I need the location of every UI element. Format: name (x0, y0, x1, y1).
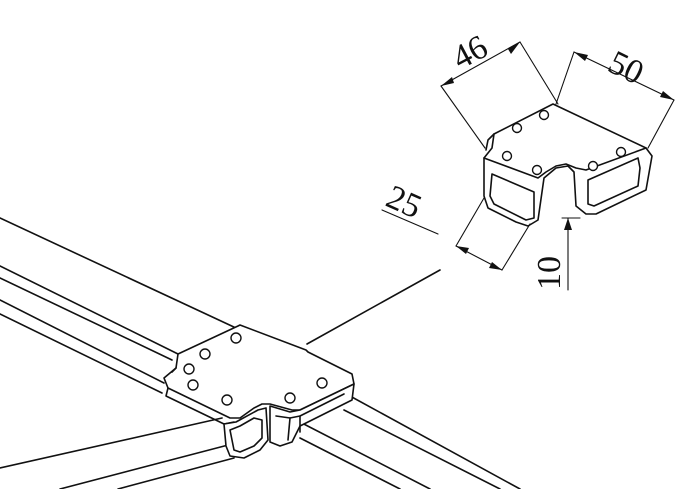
lower-right-rail (295, 395, 521, 489)
left-rail (0, 217, 237, 394)
dim-label-46: 46 (446, 28, 493, 77)
lower-left-rail (0, 417, 235, 489)
main-assembly (0, 217, 521, 489)
dimension-10: 10 (531, 217, 581, 291)
main-connector (163, 324, 355, 459)
dim-label-25: 25 (381, 179, 427, 227)
leader-line (306, 269, 441, 345)
dim-label-10: 10 (531, 256, 568, 290)
detail-connector (483, 103, 653, 227)
